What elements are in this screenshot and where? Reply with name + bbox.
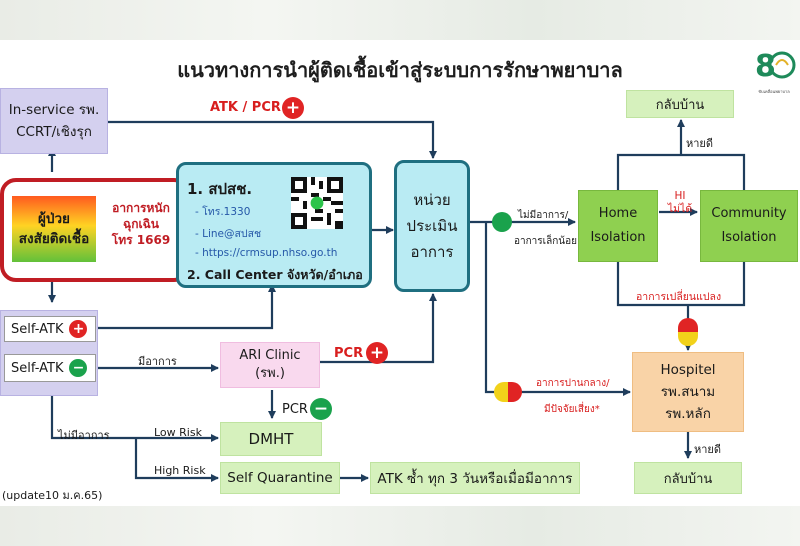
assess-line1: หน่วย: [413, 191, 451, 209]
low-risk-label: Low Risk: [154, 426, 202, 439]
in-service-line1: In-service รพ.: [8, 102, 100, 118]
high-risk-label: High Risk: [154, 464, 206, 477]
yellow-red-status-dot: [494, 382, 522, 402]
hi-line2: ไม่ได้: [667, 203, 693, 215]
logo-mark: 8: [755, 49, 776, 84]
mild-line1: ไม่มีอาการ/: [518, 210, 569, 221]
ari-clinic-box: ARI Clinic (รพ.): [220, 342, 320, 388]
community-line1: Community: [711, 206, 787, 221]
dmht-box: DMHT: [220, 422, 322, 456]
self-atk-positive-label: Self-ATK: [11, 321, 64, 337]
severe-line3: โทร 1669: [111, 233, 171, 247]
hi-not-possible-label: HI ไม่ได้: [664, 190, 696, 216]
logo-caption: ขับเคลื่อนพยาบาล: [758, 89, 790, 94]
self-atk-positive-box: Self-ATK +: [4, 316, 96, 342]
nhso-heading: 1. สปสช.: [187, 180, 253, 198]
red-yellow-status-marker: [678, 318, 698, 346]
assess-line2: ประเมิน: [406, 217, 458, 235]
page-title: แนวทางการนำผู้ติดเชื้อเข้าสู่ระบบการรักษ…: [177, 58, 623, 82]
assess-line3: อาการ: [410, 243, 454, 261]
nhso-box: 1. สปสช. - โทร.1330 - Line@สปสช - https:…: [176, 162, 372, 288]
atk-repeat-box: ATK ซ้ำ ทุก 3 วันหรือเมื่อมีอาการ: [370, 462, 580, 494]
home-isolation-box: Home Isolation: [578, 190, 658, 262]
minus-icon: −: [69, 359, 88, 377]
patient-line1: ผู้ป่วย: [38, 211, 70, 227]
in-service-line2: CCRT/เชิงรุก: [16, 124, 92, 140]
pcr-plus-icon: +: [366, 342, 388, 364]
patient-line2: สงสัยติดเชื้อ: [18, 231, 90, 247]
self-quarantine-box: Self Quarantine: [220, 462, 340, 494]
no-symptom-label: ไม่มีอาการ: [58, 429, 110, 442]
go-home-top-box: กลับบ้าน: [626, 90, 734, 118]
atk-pcr-label: ATK / PCR: [210, 100, 281, 115]
severe-line1: อาการหนัก: [112, 201, 170, 215]
update-date-text: (update10 ม.ค.65): [2, 489, 103, 502]
has-symptom-label: มีอาการ: [138, 355, 177, 368]
green-status-dot: [492, 212, 512, 232]
nhso-heading2: 2. Call Center จังหวัด/อำเภอ: [187, 267, 363, 282]
pcr-positive-label: PCR: [334, 346, 364, 361]
moderate-line1: อาการปานกลาง/: [536, 378, 610, 389]
ari-line2: (รพ.): [255, 366, 285, 381]
suspected-patient-box: ผู้ป่วย สงสัยติดเชื้อ อาการหนัก ฉุกเฉิน …: [0, 178, 190, 282]
qr-code-icon: [291, 177, 343, 229]
self-atk-negative-box: Self-ATK −: [4, 354, 96, 382]
mild-line2: อาการเล็กน้อย: [514, 236, 577, 247]
pcr-negative-label: PCR: [282, 402, 308, 417]
severe-emergency-text: อาการหนัก ฉุกเฉิน โทร 1669: [100, 200, 182, 248]
diagram-canvas: แนวทางการนำผู้ติดเชื้อเข้าสู่ระบบการรักษ…: [0, 40, 800, 506]
self-atk-negative-label: Self-ATK: [11, 360, 64, 376]
hospitel-line3: รพ.หลัก: [665, 406, 711, 422]
recovered-top-label: หายดี: [686, 137, 714, 150]
hospitel-line2: รพ.สนาม: [660, 384, 716, 400]
nhso-line: - Line@สปสช: [195, 228, 262, 240]
nhso-website: - https://crmsup.nhso.go.th: [195, 247, 338, 259]
hi-line1: HI: [674, 190, 686, 202]
home-line2: Isolation: [590, 230, 646, 245]
logo: 8 ขับเคลื่อนพยาบาล: [752, 46, 796, 94]
recovered-bottom-label: หายดี: [694, 443, 722, 456]
pcr-minus-icon: −: [310, 398, 332, 420]
ari-line1: ARI Clinic: [239, 348, 301, 363]
go-home-bottom-box: กลับบ้าน: [634, 462, 742, 494]
hospitel-box: Hospitel รพ.สนาม รพ.หลัก: [632, 352, 744, 432]
assessment-unit-box: หน่วย ประเมิน อาการ: [394, 160, 470, 292]
atk-pcr-plus-icon: +: [282, 97, 304, 119]
in-service-box: In-service รพ. CCRT/เชิงรุก: [0, 88, 108, 154]
plus-icon: +: [69, 320, 88, 338]
hospitel-line1: Hospitel: [660, 362, 716, 378]
patient-gradient-box: ผู้ป่วย สงสัยติดเชื้อ: [12, 196, 96, 262]
logo-icon: 8: [755, 49, 796, 84]
connector-lines: [48, 119, 746, 482]
moderate-line2: มีปัจจัยเสี่ยง*: [544, 404, 600, 415]
community-line2: Isolation: [721, 230, 777, 245]
community-isolation-box: Community Isolation: [700, 190, 798, 262]
nhso-phone: - โทร.1330: [195, 206, 251, 218]
home-line1: Home: [598, 206, 638, 221]
symptom-change-label: อาการเปลี่ยนแปลง: [636, 291, 722, 303]
severe-line2: ฉุกเฉิน: [123, 217, 159, 231]
